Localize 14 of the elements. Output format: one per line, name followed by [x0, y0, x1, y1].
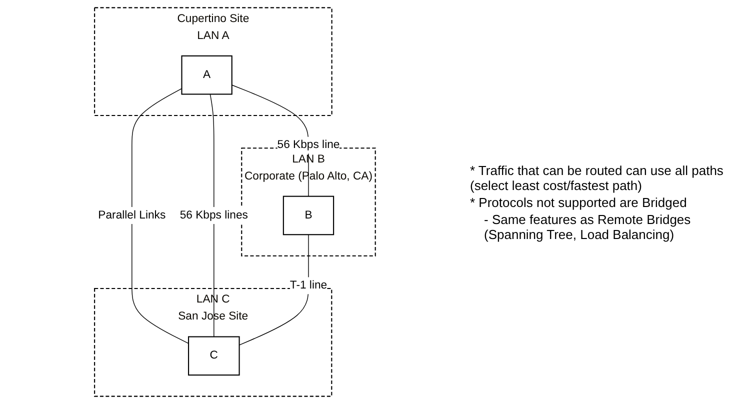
note-text: * Traffic that can be routed can use all paths (select least cost/fastest path): [470, 162, 724, 192]
edge-label: Parallel Links: [98, 209, 166, 222]
node-box: B: [282, 196, 334, 236]
edge-label: 56 Kbps lines: [180, 209, 248, 222]
edge-label: 56 Kbps line: [277, 138, 340, 151]
note-text: * Protocols not supported are Bridged: [470, 194, 688, 210]
note-text: - Same features as Remote Bridges (Spanning Tree, Load Balancing): [483, 212, 692, 242]
node-box: C: [188, 336, 240, 376]
node-box: A: [181, 55, 232, 95]
edge-label: T-1 line: [290, 279, 328, 292]
connector: [232, 84, 309, 197]
connector: [210, 94, 214, 338]
connector: [238, 234, 309, 346]
connector: [132, 88, 189, 344]
